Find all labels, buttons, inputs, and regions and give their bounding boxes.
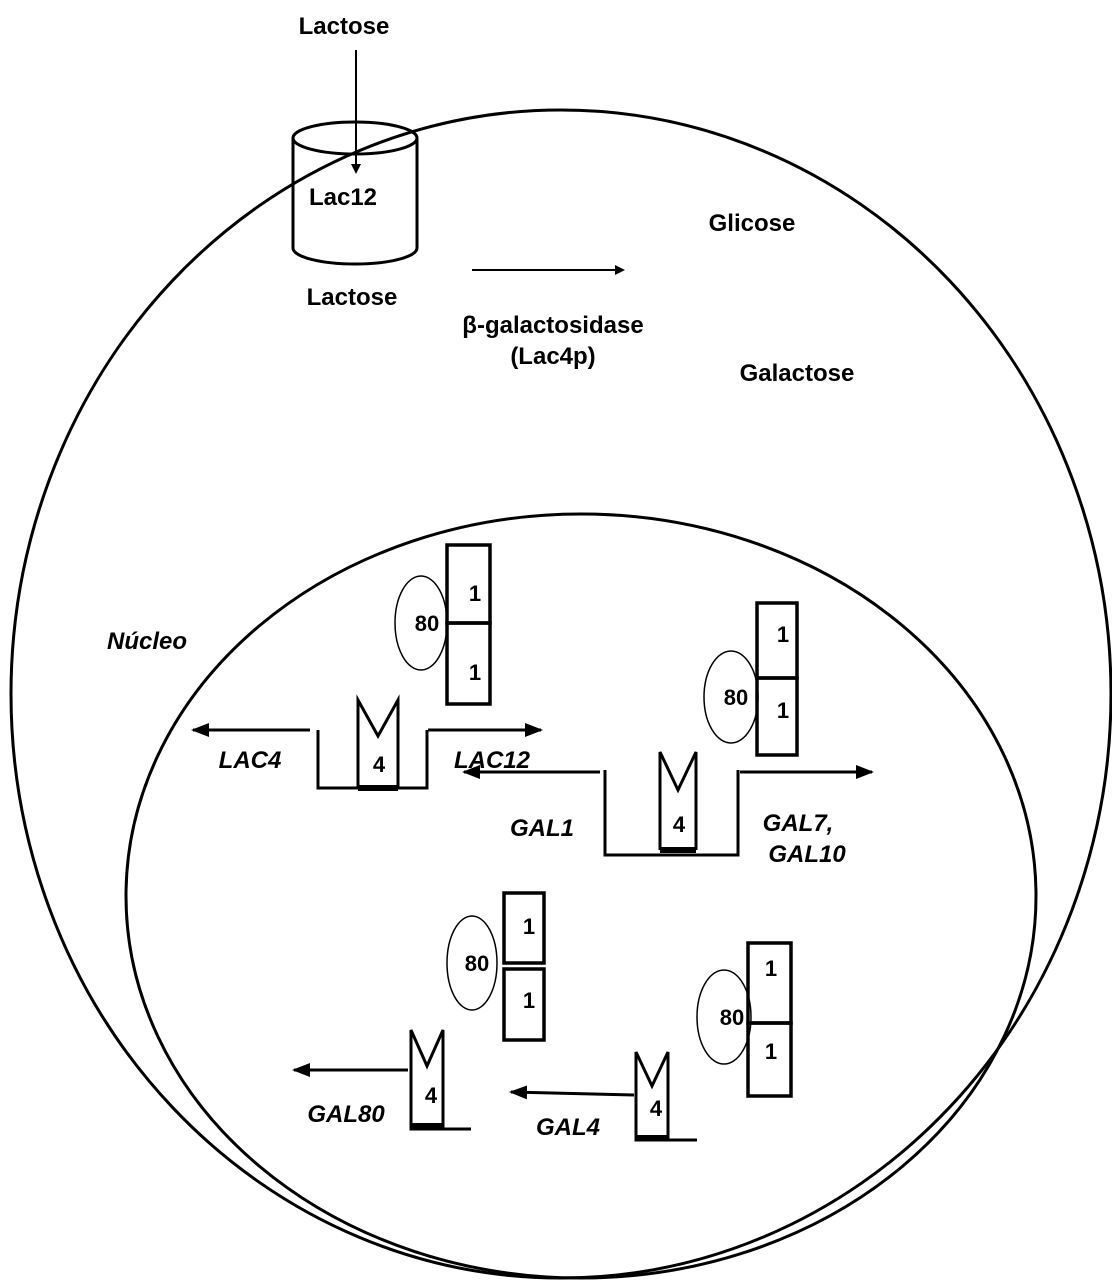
glucose-label: Glicose xyxy=(709,210,796,237)
gal1-dimer-bottom xyxy=(502,967,546,1042)
lac-promoter-complex: 80 1 1 4 LAC4 LAC12 xyxy=(191,543,543,791)
gal4-gene-arrow xyxy=(509,1085,635,1100)
lac12-gene-label: LAC12 xyxy=(454,747,531,774)
gal4-protein xyxy=(634,1051,670,1140)
gal4-label: 4 xyxy=(673,812,686,837)
gal80-protein xyxy=(696,969,752,1065)
gal80-label: 80 xyxy=(724,685,748,710)
gal1-label: 1 xyxy=(777,622,789,647)
gal1-label: 1 xyxy=(765,1039,777,1064)
gal1-label: 1 xyxy=(469,581,481,606)
gal80-label: 80 xyxy=(415,611,439,636)
nucleus xyxy=(124,512,1038,1280)
gal1-gene-label: GAL1 xyxy=(510,815,574,842)
gal80-label: 80 xyxy=(465,951,489,976)
gal1-dimer-bottom xyxy=(445,621,492,706)
gal1-label: 1 xyxy=(469,660,481,685)
gal4-protein xyxy=(658,751,698,850)
transporter-label: Lac12 xyxy=(309,184,377,211)
gal4-label: 4 xyxy=(425,1083,438,1108)
gal1-label: 1 xyxy=(777,698,789,723)
nucleus-label: Núcleo xyxy=(107,628,187,655)
gal1-label: 1 xyxy=(765,956,777,981)
gal1-dimer-bottom xyxy=(755,676,799,757)
gal4-label: 4 xyxy=(650,1096,663,1121)
gal10-gene-label: GAL10 xyxy=(768,841,846,868)
gal4-protein xyxy=(356,694,400,788)
gal4-protein xyxy=(409,1029,445,1129)
gal80-promoter-complex: 80 1 1 4 GAL80 xyxy=(292,891,546,1131)
gal80-label: 80 xyxy=(720,1005,744,1030)
enzyme-name-label: β-galactosidase xyxy=(462,312,643,339)
gal80-gene-label: GAL80 xyxy=(307,1101,385,1128)
galactose-label: Galactose xyxy=(740,360,855,387)
gal1-dimer-top xyxy=(746,941,793,1025)
gal4-gene-label: GAL4 xyxy=(536,1114,600,1141)
lac4-gene-label: LAC4 xyxy=(219,747,282,774)
enzyme-protein-label: (Lac4p) xyxy=(510,343,595,370)
cell-membrane xyxy=(9,108,1112,1280)
promoter-dna xyxy=(603,770,740,857)
gal4-label: 4 xyxy=(373,752,386,777)
gal1-dimer-top xyxy=(502,891,546,965)
gal-promoter-complex: 80 1 1 4 GAL1 GAL7, GAL10 xyxy=(462,601,874,868)
gal1-label: 1 xyxy=(523,988,535,1013)
lactose-inside-label: Lactose xyxy=(307,284,398,311)
gal7-gene-label: GAL7, xyxy=(763,810,834,837)
gal1-dimer-bottom xyxy=(746,1021,793,1098)
gal80-protein xyxy=(446,915,498,1011)
gal1-label: 1 xyxy=(523,914,535,939)
gal4-promoter-complex: 80 1 1 4 GAL4 xyxy=(509,941,793,1142)
lactose-outside-label: Lactose xyxy=(299,13,390,40)
promoter-dna xyxy=(409,1070,471,1131)
